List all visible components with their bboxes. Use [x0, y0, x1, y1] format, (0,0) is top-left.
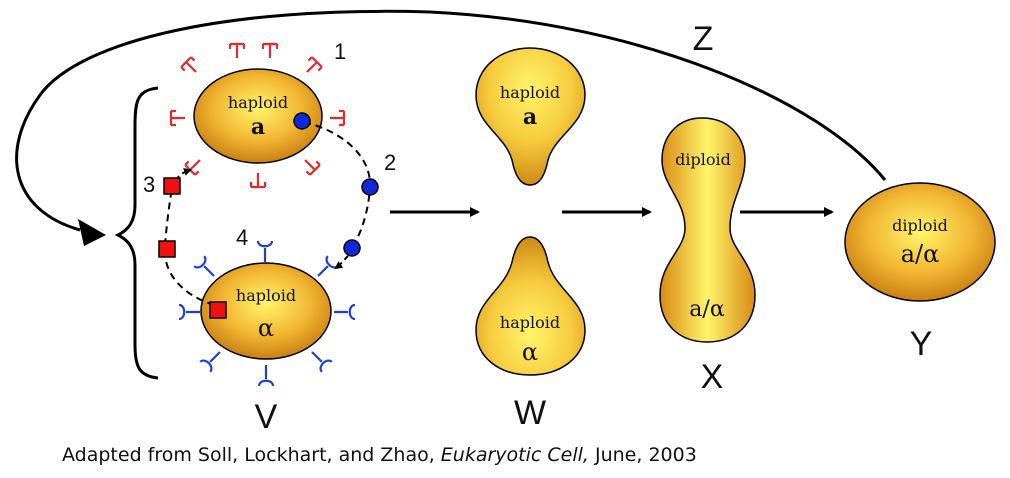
curly-bracket [114, 86, 159, 380]
dumbbell-cell: diploid a/α [659, 117, 756, 343]
final-diploid-mating: a/α [901, 240, 940, 268]
caption-prefix: Adapted from Soll, Lockhart, and Zhao, [62, 444, 435, 466]
blue-signal-path [303, 121, 372, 249]
caption-journal: Eukaryotic Cell, [440, 444, 589, 466]
dumbbell-ploidy: diploid [675, 150, 731, 169]
haploid-a-mating: a [251, 114, 265, 140]
dumbbell-mating: a/α [689, 297, 725, 322]
shmoo-a-cell: haploid a [475, 47, 586, 186]
stage-label-v: V [255, 398, 278, 436]
blue-signal-path-end [334, 255, 349, 270]
shmoo-a-ploidy: haploid [500, 83, 560, 102]
final-diploid-cell: diploid a/α [844, 182, 996, 302]
blue-marker-cell [293, 112, 311, 130]
red-receptors [169, 42, 346, 189]
source-caption: Adapted from Soll, Lockhart, and Zhao, E… [62, 444, 697, 466]
shmoo-alpha-mating: α [522, 338, 538, 366]
red-marker-cell [209, 301, 227, 319]
haploid-alpha-mating: α [258, 314, 274, 342]
red-marker-3 [163, 177, 181, 195]
number-3: 3 [143, 172, 155, 197]
shmoo-a-mating: a [523, 104, 537, 130]
number-1: 1 [334, 39, 346, 64]
stage-label-z: Z [693, 20, 714, 58]
haploid-alpha-cell: haploid α [200, 262, 332, 360]
blue-marker-3 [343, 239, 361, 257]
loop-arrow-z [15, 9, 887, 232]
stage-label-y: Y [910, 325, 933, 363]
shmoo-alpha-ploidy: haploid [500, 313, 560, 332]
loop-arrow-z-head [78, 219, 106, 246]
blue-marker-2 [361, 178, 379, 196]
blue-receptors [178, 240, 356, 387]
stage-label-x: X [701, 358, 724, 396]
caption-suffix: June, 2003 [594, 444, 697, 466]
number-4: 4 [236, 225, 248, 250]
final-diploid-ploidy: diploid [892, 216, 948, 235]
shmoo-alpha-cell: haploid α [475, 236, 586, 376]
haploid-alpha-ploidy: haploid [236, 286, 296, 305]
number-2: 2 [384, 150, 396, 175]
haploid-a-cell: haploid a [193, 68, 323, 164]
stage-label-w: W [514, 394, 546, 432]
haploid-a-ploidy: haploid [228, 93, 288, 112]
red-marker-2 [158, 240, 176, 258]
